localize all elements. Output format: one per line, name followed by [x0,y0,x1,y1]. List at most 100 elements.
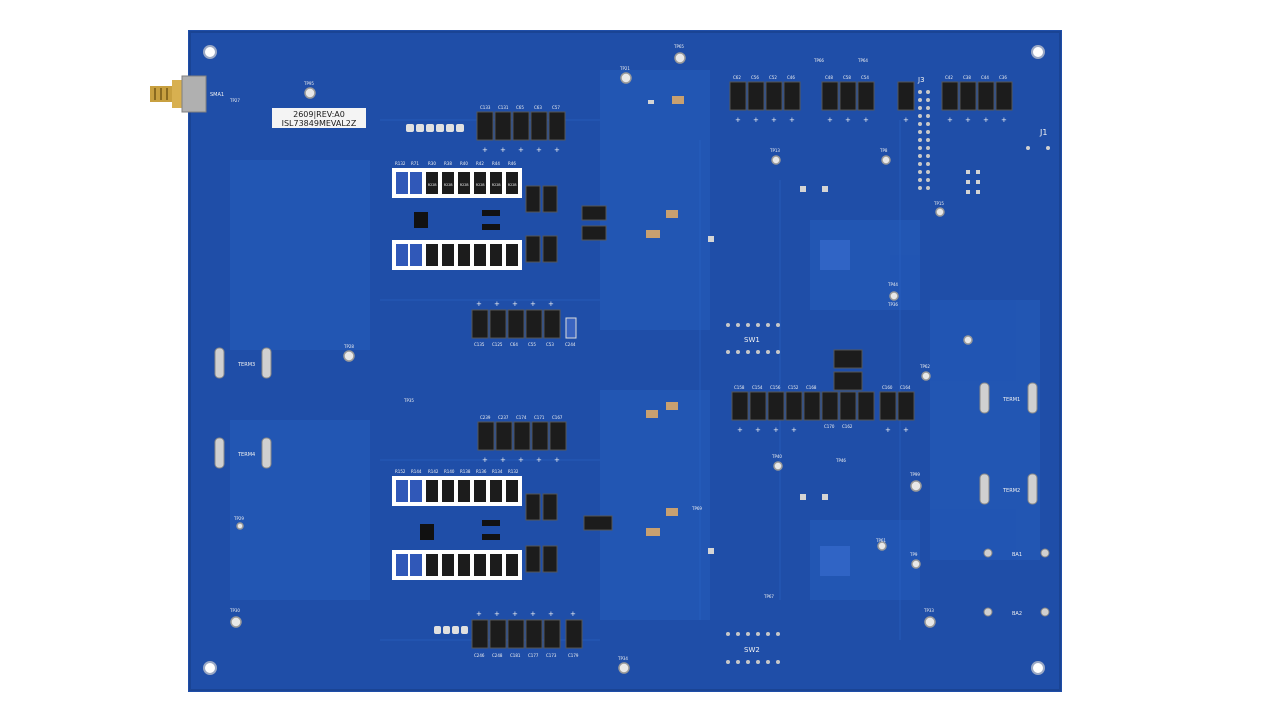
sma-connector [150,75,207,113]
svg-text:TP34: TP34 [617,656,628,661]
svg-text:R134: R134 [492,469,503,474]
svg-text:+: + [482,456,488,464]
term1-label: TERM1 [1002,397,1020,403]
term-connectors-left [214,347,272,469]
sw1-pads [726,323,780,354]
svg-text:C54: C54 [861,75,869,80]
term-connectors-right [979,382,1038,505]
svg-text:TP9: TP9 [909,552,918,557]
svg-text:+: + [827,116,833,124]
board-name-text: ISL73849MEVAL2Z [282,119,357,128]
svg-text:+: + [845,116,851,124]
svg-text:C63: C63 [534,105,542,110]
copper-pour [230,70,1040,620]
term4-label: TERM4 [237,452,255,458]
svg-text:+: + [753,116,759,124]
svg-text:+: + [494,300,500,308]
svg-text:R22B: R22B [460,183,468,187]
svg-text:TP95: TP95 [303,81,314,86]
svg-text:C62: C62 [733,75,741,80]
svg-text:TP21: TP21 [619,66,630,71]
svg-text:+: + [789,116,795,124]
right-cap-row [731,391,915,421]
svg-text:R22B: R22B [492,183,500,187]
svg-text:+: + [903,426,909,434]
svg-text:TP33: TP33 [923,608,934,613]
svg-text:+: + [773,426,779,434]
svg-text:+: + [903,116,909,124]
svg-text:R44: R44 [492,161,500,166]
svg-text:TP8: TP8 [879,148,888,153]
svg-text:C44: C44 [981,75,989,80]
sw2-label: SW2 [744,646,760,654]
svg-text:C237: C237 [498,415,509,420]
svg-text:+: + [983,116,989,124]
svg-text:TP28: TP28 [343,344,354,349]
svg-text:+: + [518,456,524,464]
svg-text:TP64: TP64 [857,58,868,63]
svg-text:R142: R142 [428,469,439,474]
svg-text:C42: C42 [945,75,953,80]
svg-text:+: + [965,116,971,124]
svg-text:R132: R132 [395,161,406,166]
svg-text:C170: C170 [824,424,835,429]
svg-text:C64: C64 [510,342,518,347]
svg-text:TP44: TP44 [887,282,898,287]
svg-text:C244: C244 [565,342,576,347]
svg-text:+: + [554,146,560,154]
svg-text:+: + [791,426,797,434]
svg-text:C168: C168 [806,385,817,390]
small-smd-parts [646,96,980,554]
svg-text:+: + [737,426,743,434]
svg-text:R71: R71 [411,161,419,166]
svg-text:C174: C174 [516,415,527,420]
svg-text:+: + [518,146,524,154]
svg-text:C181: C181 [510,653,521,658]
svg-text:C158: C158 [734,385,745,390]
svg-text:C239: C239 [480,415,491,420]
svg-text:R140: R140 [444,469,455,474]
svg-text:R152: R152 [395,469,406,474]
svg-text:+: + [548,610,554,618]
svg-text:C152: C152 [788,385,799,390]
svg-text:C65: C65 [516,105,524,110]
test-points [230,52,973,674]
lower-power-block: R152 R144 R142 R140 R138 R136 R134 R132 [392,469,613,580]
board-id-text: 2609|REV:A0 [293,110,345,119]
bottom-cap-row [471,619,583,649]
svg-text:+: + [771,116,777,124]
svg-text:+: + [947,116,953,124]
svg-text:+: + [512,610,518,618]
svg-text:+: + [530,610,536,618]
mounting-holes [203,45,1045,675]
svg-text:TP69: TP69 [691,506,702,511]
svg-text:C160: C160 [882,385,893,390]
svg-text:TP66: TP66 [813,58,824,63]
svg-text:+: + [512,300,518,308]
sw2-pads [726,632,780,664]
svg-text:TP40: TP40 [771,454,782,459]
svg-text:+: + [570,610,576,618]
svg-text:C53: C53 [546,342,554,347]
svg-text:C248: C248 [492,653,503,658]
svg-text:TP36: TP36 [887,302,898,307]
svg-text:TP27: TP27 [229,98,240,103]
sma-label: SMA1 [210,92,224,98]
svg-text:R46: R46 [508,161,516,166]
board-id-label-box [272,108,366,128]
svg-text:C48: C48 [825,75,833,80]
svg-text:C125: C125 [492,342,503,347]
upper-power-block: R22B R22B R22B R22B R22B R22B R132 R71 R… [392,161,607,270]
svg-text:+: + [755,426,761,434]
svg-text:+: + [1001,116,1007,124]
svg-text:+: + [735,116,741,124]
svg-text:R132: R132 [508,469,519,474]
svg-text:+: + [536,456,542,464]
svg-text:C38: C38 [963,75,971,80]
svg-text:+: + [530,300,536,308]
svg-text:C36: C36 [999,75,1007,80]
svg-text:+: + [548,300,554,308]
svg-text:TP62: TP62 [919,364,930,369]
svg-text:C46: C46 [787,75,795,80]
